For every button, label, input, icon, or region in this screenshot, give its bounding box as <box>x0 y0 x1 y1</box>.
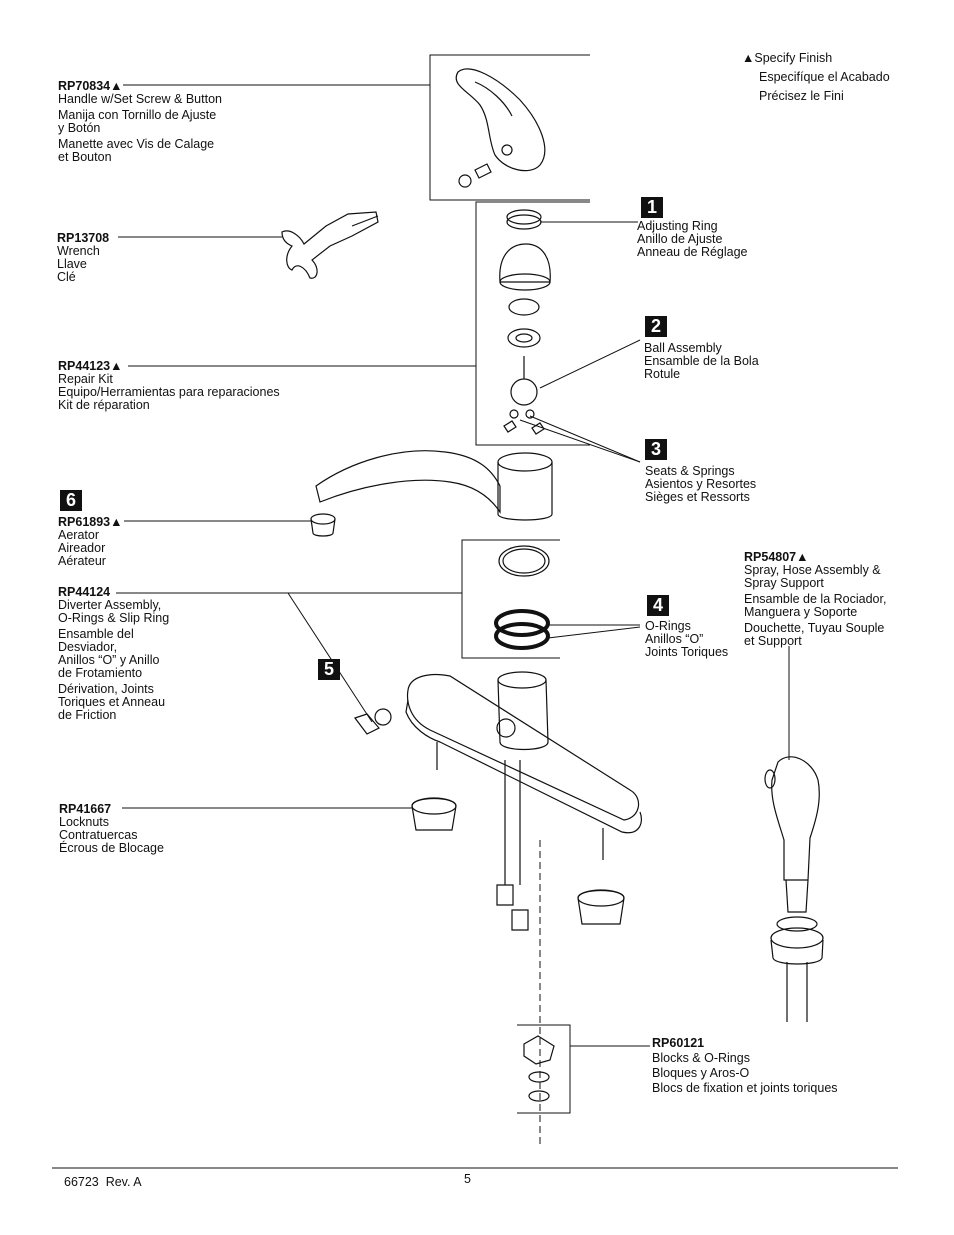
desc-line: Anneau de Réglage <box>637 245 748 259</box>
desc-line: Clé <box>57 270 76 284</box>
finish-note: ▲Specify Finish Especifíque el Acabado P… <box>742 52 890 103</box>
finish-note-line-1: Specify Finish <box>754 51 833 65</box>
finish-note-line-2: Especifíque el Acabado <box>759 70 890 84</box>
desc-line: Ball Assembly <box>644 341 722 355</box>
part-wrench: RP13708 Wrench Llave Clé <box>57 232 109 284</box>
desc-line: y Botón <box>58 121 101 135</box>
desc-line: Contratuercas <box>59 828 138 842</box>
document-number: 66723 Rev. A <box>64 1175 142 1189</box>
diverter-rings <box>494 545 550 650</box>
desc-line: Seats & Springs <box>645 464 735 478</box>
finish-marker: ▲ <box>110 79 123 93</box>
desc-line: Desviador, <box>58 640 118 654</box>
desc-line: Aerator <box>58 528 99 542</box>
desc-line: Asientos y Resortes <box>645 477 757 491</box>
leader-lines <box>116 84 790 1047</box>
part-diverter: RP44124 Diverter Assembly, O-Rings & Sli… <box>58 586 169 722</box>
desc-line: Écrous de Blocage <box>59 841 164 855</box>
finish-marker: ▲ <box>796 550 809 564</box>
part-aerator: RP61893▲ Aerator Aireador Aérateur <box>58 516 123 568</box>
step-2-label: Ball Assembly Ensamble de la Bola Rotule <box>644 342 759 381</box>
desc-line: Adjusting Ring <box>637 219 718 233</box>
desc-line: Locknuts <box>59 815 110 829</box>
step-2-box: 2 <box>645 316 667 337</box>
desc-line: Manette avec Vis de Calage <box>58 137 215 151</box>
page-number: 5 <box>464 1172 471 1186</box>
part-number: RP41667 <box>59 802 112 816</box>
spout-drawing <box>310 450 553 537</box>
base-plate-drawing <box>354 671 643 931</box>
desc-line: Repair Kit <box>58 372 113 386</box>
step-6-box: 6 <box>60 490 82 511</box>
desc-line: Llave <box>57 257 87 271</box>
finish-note-line-3: Précisez le Fini <box>759 89 844 103</box>
handle-drawing <box>455 68 546 188</box>
desc-line: Diverter Assembly, <box>58 598 162 612</box>
desc-line: Anillos “O” <box>645 632 704 646</box>
blocks-drawing <box>523 1035 555 1102</box>
desc-line: Sièges et Ressorts <box>645 490 750 504</box>
part-number: RP44123 <box>58 359 111 373</box>
part-number: RP61893 <box>58 515 111 529</box>
part-handle: RP70834▲ Handle w/Set Screw & Button Man… <box>58 80 222 164</box>
desc-line: Spray Support <box>744 576 824 590</box>
finish-marker: ▲ <box>110 359 123 373</box>
desc-line: O-Rings & Slip Ring <box>58 611 170 625</box>
finish-marker: ▲ <box>110 515 123 529</box>
desc-line: Toriques et Anneau <box>58 695 166 709</box>
desc-line: Ensamble del <box>58 627 134 641</box>
desc-line: de Friction <box>58 708 117 722</box>
desc-line: Joints Toriques <box>645 645 729 659</box>
desc-line: Ensamble de la Rociador, <box>744 592 887 606</box>
step-4-box: 4 <box>647 595 669 616</box>
step-4-label: O-Rings Anillos “O” Joints Toriques <box>645 620 728 659</box>
desc-line: Douchette, Tuyau Souple <box>744 621 885 635</box>
desc-line: Spray, Hose Assembly & <box>744 563 881 577</box>
desc-line: O-Rings <box>645 619 691 633</box>
finish-marker: ▲ <box>742 51 755 65</box>
step-3-box: 3 <box>645 439 667 460</box>
desc-line: Aireador <box>58 541 106 555</box>
part-number: RP60121 <box>652 1036 705 1050</box>
part-number: RP70834 <box>58 79 111 93</box>
part-locknuts: RP41667 Locknuts Contratuercas Écrous de… <box>59 803 164 855</box>
cartridge-parts <box>499 209 551 435</box>
part-number: RP13708 <box>57 231 110 245</box>
desc-line: Blocs de fixation et joints toriques <box>652 1081 838 1095</box>
desc-line: Equipo/Herramientas para reparaciones <box>58 385 280 399</box>
step-1-label: Adjusting Ring Anillo de Ajuste Anneau d… <box>637 220 748 259</box>
step-3-label: Seats & Springs Asientos y Resortes Sièg… <box>645 465 756 504</box>
desc-line: Rotule <box>644 367 681 381</box>
part-blocks: RP60121 Blocks & O-Rings Bloques y Aros-… <box>652 1037 838 1095</box>
desc-line: Anillo de Ajuste <box>637 232 723 246</box>
desc-line: Anillos “O” y Anillo <box>58 653 160 667</box>
desc-line: Ensamble de la Bola <box>644 354 759 368</box>
desc-line: et Bouton <box>58 150 112 164</box>
wrench-drawing <box>281 211 379 279</box>
desc-line: Bloques y Aros-O <box>652 1066 750 1080</box>
desc-line: Kit de réparation <box>58 398 150 412</box>
desc-line: Handle w/Set Screw & Button <box>58 92 222 106</box>
desc-line: Aérateur <box>58 554 106 568</box>
bracket-boxes <box>429 54 590 1114</box>
part-repair-kit: RP44123▲ Repair Kit Equipo/Herramientas … <box>58 360 280 412</box>
desc-line: Manguera y Soporte <box>744 605 858 619</box>
desc-line: Wrench <box>57 244 100 258</box>
step-1-box: 1 <box>641 197 663 218</box>
spray-drawing <box>764 756 824 1022</box>
part-number: RP54807 <box>744 550 797 564</box>
part-number: RP44124 <box>58 585 111 599</box>
desc-line: et Support <box>744 634 802 648</box>
desc-line: de Frotamiento <box>58 666 143 680</box>
desc-line: Manija con Tornillo de Ajuste <box>58 108 217 122</box>
step-5-box: 5 <box>318 659 340 680</box>
part-spray: RP54807▲ Spray, Hose Assembly & Spray Su… <box>744 551 886 648</box>
desc-line: Dérivation, Joints <box>58 682 154 696</box>
desc-line: Blocks & O-Rings <box>652 1051 750 1065</box>
